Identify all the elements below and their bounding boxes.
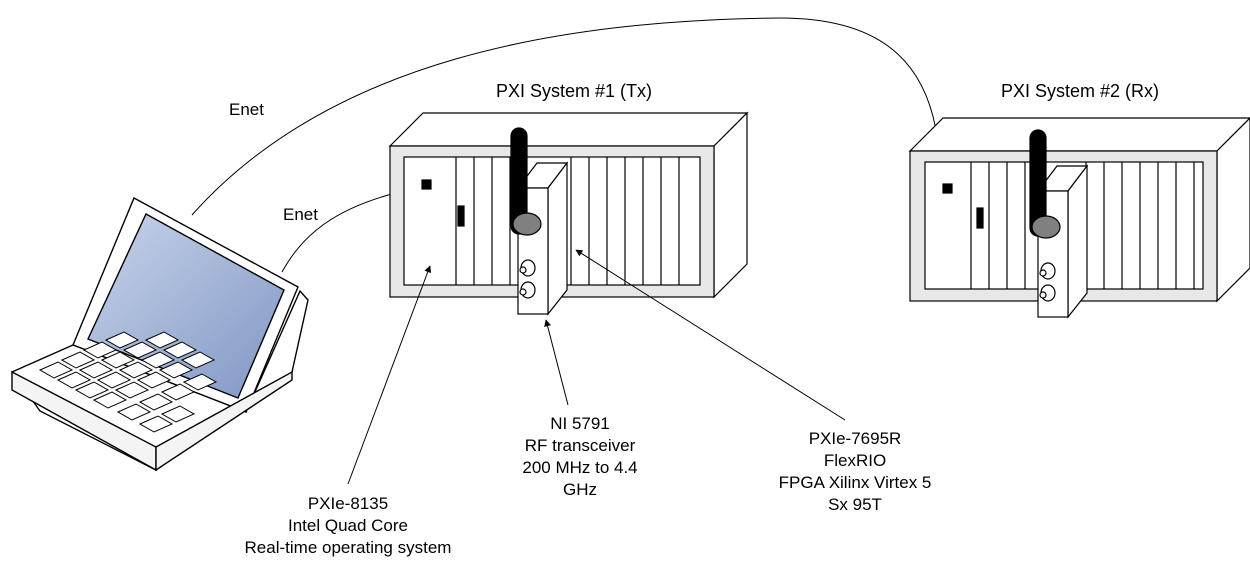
pxi-system-2-title: PXI System #2 (Rx) [1001, 81, 1160, 101]
pxie7695r-caption-line: PXIe-7695R [808, 429, 902, 448]
callout-ni5791-arrow [544, 319, 569, 406]
pxie7695r-caption: PXIe-7695R FlexRIO FPGA Xilinx Virtex 5 … [755, 428, 955, 516]
pxie8135-caption: PXIe-8135 Intel Quad Core Real-time oper… [228, 493, 468, 559]
enet-label-short: Enet [283, 205, 318, 224]
pxie7695r-caption-line: FPGA Xilinx Virtex 5 [778, 473, 932, 492]
ni5791-caption-line: NI 5791 [550, 414, 610, 433]
pxi-chassis-1-icon [388, 111, 749, 316]
enet-cable-long [191, 17, 944, 216]
ni5791-caption-line: 200 MHz to 4.4 [522, 458, 638, 477]
enet-cable-short [281, 185, 419, 273]
pxi-chassis-2-icon [908, 117, 1250, 319]
laptop-icon [10, 197, 309, 472]
ni5791-caption-line: GHz [563, 480, 597, 499]
pxie8135-caption-line: Real-time operating system [244, 538, 452, 557]
ni5791-caption-line: RF transceiver [524, 436, 636, 455]
pxie7695r-caption-line: FlexRIO [823, 451, 887, 470]
enet-label-long: Enet [229, 100, 264, 119]
pxi-system-1-title: PXI System #1 (Tx) [496, 81, 653, 101]
pxie8135-caption-line: Intel Quad Core [287, 516, 408, 535]
pxie7695r-caption-line: Sx 95T [828, 495, 882, 514]
ni5791-caption: NI 5791 RF transceiver 200 MHz to 4.4 GH… [505, 413, 655, 501]
callout-pxie7695r-arrow [575, 249, 846, 421]
callout-pxie8135-arrow [347, 265, 432, 485]
pxie8135-caption-line: PXIe-8135 [307, 494, 389, 513]
